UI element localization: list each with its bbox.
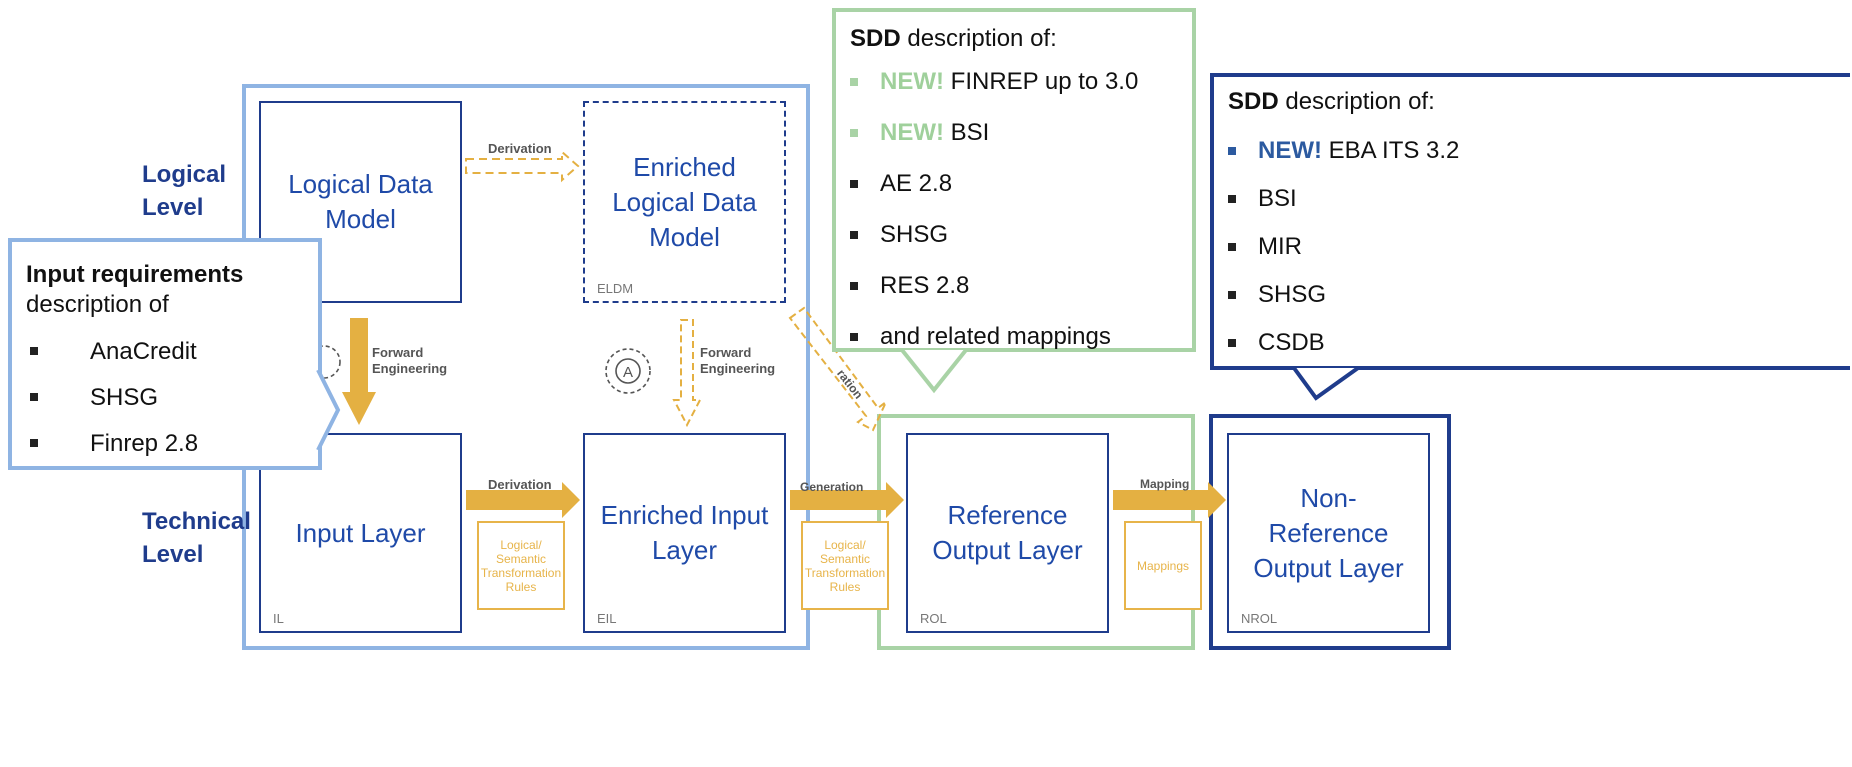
sdd-navy-item: BSI: [1228, 185, 1850, 233]
derivation-label-bottom: Derivation: [488, 477, 552, 492]
sdd-navy-item: CSDB: [1228, 329, 1850, 377]
sdd-green-item: SHSG: [850, 221, 1192, 272]
derivation-label-top: Derivation: [488, 141, 552, 156]
sdd-navy-callout: SDD description of: NEW! EBA ITS 3.2 BSI…: [1210, 73, 1850, 370]
sdd-navy-item: SHSG: [1228, 281, 1850, 329]
forward-engineering-arrow-left: [342, 318, 376, 425]
sdd-green-item: NEW! BSI: [850, 119, 1192, 170]
forward-engineering-label-left: Forward Engineering: [372, 345, 448, 376]
input-callout-title-bold: Input requirements: [26, 261, 244, 288]
input-callout-title: Input requirements description of: [26, 260, 318, 320]
reference-output-layer-box: Reference Output Layer ROL: [906, 433, 1109, 633]
generation-label-bottom: Generation: [800, 480, 864, 494]
il-title: Input Layer: [295, 517, 426, 548]
generation-diagonal-arrow: [788, 306, 887, 432]
ldm-title: Logical Data Model: [288, 169, 433, 234]
mapping-label: Mapping: [1140, 477, 1190, 491]
enriched-input-layer-box: Enriched Input Layer EIL: [583, 433, 786, 633]
eil-abbr: EIL: [597, 611, 617, 626]
logical-level-label: Logical Level: [142, 161, 227, 221]
mapping-arrow: [1113, 482, 1226, 518]
sdd-green-item: and related mappings: [850, 323, 1192, 374]
gear-icon: A: [605, 348, 651, 394]
eldm-abbr: ELDM: [597, 281, 634, 296]
input-requirements-callout: Input requirements description of AnaCre…: [8, 238, 322, 470]
non-reference-output-frame: [1209, 414, 1451, 650]
derivation-arrow-bottom: [466, 482, 580, 518]
eldm-title: Enriched Logical Data Model: [612, 151, 757, 252]
rol-title: Reference Output Layer: [932, 500, 1083, 565]
il-abbr: IL: [273, 611, 284, 626]
nrol-title: Non- Reference Output Layer: [1253, 482, 1404, 583]
sdd-navy-item: NEW! EBA ITS 3.2: [1228, 137, 1850, 185]
transformation-rules-box-2: Logical/ Semantic Transformation Rules: [801, 521, 889, 610]
sdd-green-item: AE 2.8: [850, 170, 1192, 221]
nrol-abbr: NROL: [1241, 611, 1278, 626]
sdd-green-item: RES 2.8: [850, 272, 1192, 323]
input-item: AnaCredit: [26, 338, 318, 384]
technical-level-label: Technical Level: [142, 508, 251, 568]
input-callout-title-rest: description of: [26, 291, 169, 318]
input-item: SHSG: [26, 384, 318, 430]
sdd-green-title: SDD description of:: [850, 25, 1057, 52]
derivation-dashed-arrow: [465, 149, 580, 183]
forward-engineering-arrow-right: [672, 319, 702, 428]
forward-engineering-label-right: Forward Engineering: [700, 345, 776, 376]
enriched-logical-data-model-box: Enriched Logical Data Model ELDM: [583, 101, 786, 303]
sdd-navy-callout-pointer: [1292, 366, 1360, 401]
svg-text:A: A: [623, 364, 633, 381]
non-reference-output-layer-box: Non- Reference Output Layer NROL: [1227, 433, 1430, 633]
mappings-box: Mappings: [1124, 521, 1202, 610]
transformation-rules-box-1: Logical/ Semantic Transformation Rules: [477, 521, 565, 610]
sdd-green-item: NEW! FINREP up to 3.0: [850, 68, 1192, 119]
logical-data-model-box: Logical Data Model: [259, 101, 462, 303]
sdd-green-callout: SDD description of: NEW! FINREP up to 3.…: [832, 8, 1196, 352]
sdd-navy-item: MIR: [1228, 233, 1850, 281]
rol-abbr: ROL: [920, 611, 947, 626]
input-item: Finrep 2.8: [26, 430, 318, 476]
sdd-navy-title: SDD description of:: [1228, 88, 1435, 115]
sdd-green-callout-pointer: [900, 348, 968, 394]
eil-title: Enriched Input Layer: [600, 500, 769, 565]
generation-arrow-bottom: [790, 482, 904, 518]
input-callout-pointer: [316, 370, 341, 451]
